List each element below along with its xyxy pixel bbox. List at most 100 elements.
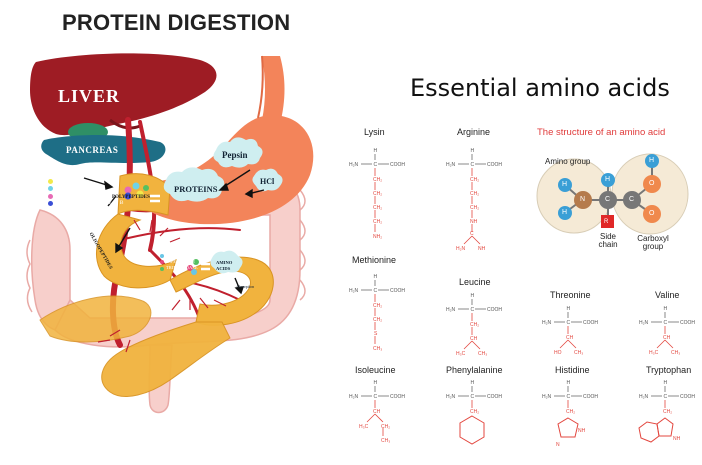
svg-text:CH₂: CH₂	[470, 205, 479, 211]
pancreas	[41, 135, 166, 166]
svg-text:CH₂: CH₂	[373, 317, 382, 323]
dot-icon	[48, 200, 53, 206]
svg-text:H₂N: H₂N	[446, 307, 456, 313]
svg-text:NH: NH	[673, 436, 681, 442]
svg-text:NH₂: NH₂	[373, 234, 382, 240]
svg-text:C: C	[567, 394, 571, 400]
svg-text:H₂N: H₂N	[456, 246, 466, 252]
svg-text:CH₃: CH₃	[671, 350, 680, 356]
svg-text:H: H	[374, 148, 378, 154]
small-intestine	[39, 173, 274, 397]
legend-label: CHYMOTRYPSIN	[56, 185, 100, 192]
absorption-label: Absorption	[236, 284, 254, 289]
svg-text:CH₂: CH₂	[373, 205, 382, 211]
svg-text:COOH: COOH	[487, 162, 502, 168]
proteins-label: PROTEINS	[174, 184, 218, 194]
amino-acids-cloud	[210, 250, 243, 274]
amino-acids-label: AMINO ACIDS	[216, 260, 233, 271]
legend-label: ELASTASE	[56, 192, 84, 199]
section-title: Essential amino acids	[410, 74, 670, 102]
svg-text:H: H	[664, 306, 668, 312]
svg-text:H: H	[471, 380, 475, 386]
amino-group-label: Amino group	[545, 157, 591, 166]
svg-text:N: N	[556, 442, 560, 448]
pepsin-cloud	[213, 137, 263, 168]
legend-item: TRIPEPTIDASE	[160, 265, 206, 271]
atom-c-label: C	[629, 196, 635, 203]
atom-h-label: H	[605, 176, 611, 183]
atom-h-label: H	[649, 157, 655, 164]
svg-text:CH₃: CH₃	[381, 438, 390, 444]
svg-text:CH₂: CH₂	[566, 409, 575, 415]
atom-o-label: O	[649, 210, 655, 217]
svg-text:H₂N: H₂N	[542, 394, 552, 400]
svg-text:COOH: COOH	[680, 320, 695, 326]
svg-text:CH₂: CH₂	[373, 303, 382, 309]
legend-label: DIPEPTIDASE	[166, 259, 196, 265]
svg-text:H₂N: H₂N	[349, 394, 359, 400]
amino-acid-name: Phenylalanine	[446, 365, 503, 375]
dot-icon	[48, 186, 53, 192]
amino-acid-structure-diagram	[536, 153, 689, 235]
atom-c-label: C	[605, 196, 611, 203]
amino-acid-name: Leucine	[459, 277, 491, 287]
hcl-label: HCl	[260, 177, 275, 186]
atom-n-label: N	[580, 196, 586, 203]
svg-text:C: C	[471, 162, 475, 168]
dot-icon	[160, 266, 164, 271]
svg-text:COOH: COOH	[583, 394, 598, 400]
svg-text:H: H	[471, 293, 475, 299]
svg-text:H₃C: H₃C	[359, 424, 369, 430]
legend-item: CARBOXYPEPTIDASE A, B	[48, 200, 123, 207]
svg-text:S: S	[374, 331, 378, 337]
svg-text:H₂N: H₂N	[349, 162, 359, 168]
svg-text:C: C	[471, 307, 475, 313]
legend-label: CARBOXYPEPTIDASE A, B	[56, 199, 124, 206]
legend-item: AMINOPEPTIDASE	[160, 253, 206, 259]
svg-text:H: H	[374, 380, 378, 386]
amino-acid-name: Valine	[655, 290, 680, 300]
svg-text:CH₃: CH₃	[478, 351, 487, 357]
liver	[30, 53, 217, 136]
svg-text:COOH: COOH	[390, 162, 405, 168]
svg-text:COOH: COOH	[390, 288, 405, 294]
pancreas-label: PANCREAS	[66, 145, 119, 155]
svg-text:CH: CH	[566, 335, 574, 341]
svg-text:H₂N: H₂N	[446, 162, 456, 168]
amino-acid-name: Methionine	[352, 255, 397, 265]
enzyme-beads	[124, 182, 199, 275]
svg-text:CH: CH	[373, 409, 381, 415]
svg-text:H: H	[664, 380, 668, 386]
dot-icon	[160, 254, 164, 259]
svg-text:C: C	[470, 231, 474, 237]
atom-r-label: R	[604, 219, 609, 225]
svg-text:CH₃: CH₃	[373, 346, 382, 352]
hcl-cloud	[252, 168, 283, 192]
svg-text:CH₂: CH₂	[470, 191, 479, 197]
svg-text:CH₂: CH₂	[381, 424, 390, 430]
svg-text:CH₂: CH₂	[373, 219, 382, 225]
svg-text:H: H	[567, 380, 571, 386]
svg-text:H: H	[471, 148, 475, 154]
page-title: PROTEIN DIGESTION	[62, 10, 291, 35]
structure-title: The structure of an amino acid	[537, 127, 666, 138]
atom-o-label: O	[649, 180, 655, 187]
amino-acid-name: Lysin	[364, 127, 385, 137]
svg-text:HO: HO	[554, 350, 562, 356]
atom-h-label: H	[562, 209, 568, 216]
svg-text:CH₂: CH₂	[470, 322, 479, 328]
legend-label: TRIPSIN	[56, 178, 77, 184]
svg-text:CH₂: CH₂	[373, 191, 382, 197]
svg-text:NH: NH	[478, 246, 486, 252]
svg-text:H₃C: H₃C	[456, 351, 466, 357]
svg-text:COOH: COOH	[680, 394, 695, 400]
svg-text:CH₃: CH₃	[574, 350, 583, 356]
